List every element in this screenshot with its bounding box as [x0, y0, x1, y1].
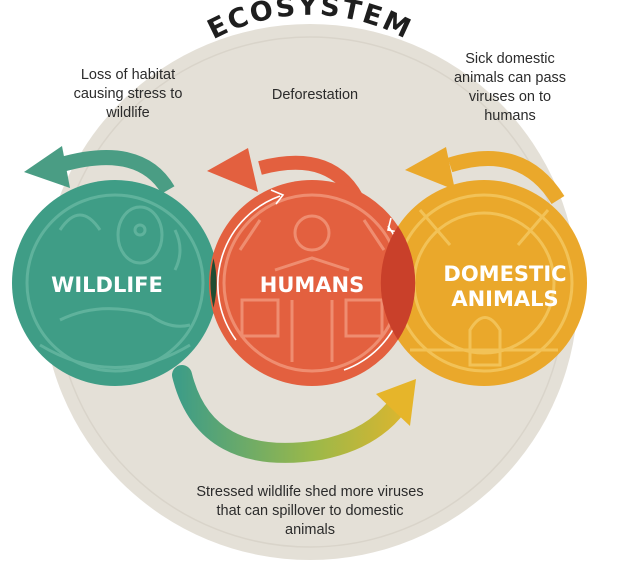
- stressed-wildlife-caption: Stressed wildlife shed more viruses that…: [196, 484, 424, 538]
- habitat-loss-caption: Loss of habitat causing stress to wildli…: [73, 67, 183, 121]
- wildlife-label: WILDLIFE: [51, 273, 163, 297]
- humans-domestic-overlap: [380, 226, 416, 340]
- wildlife-humans-overlap: [210, 258, 217, 308]
- domestic-label-line1: DOMESTIC: [443, 262, 566, 286]
- sick-domestic-caption: Sick domestic animals can pass viruses o…: [453, 51, 567, 124]
- wildlife-node: WILDLIFE: [12, 180, 218, 386]
- domestic-label-line2: ANIMALS: [451, 287, 558, 311]
- wildlife-illustration: [25, 193, 205, 373]
- spillover-to-humans-arrow: [405, 147, 565, 205]
- humans-node: [209, 180, 415, 386]
- deforestation-caption: Deforestation: [271, 87, 359, 103]
- spillover-to-domestic-arrow: [172, 365, 416, 463]
- habitat-loss-arrow: [24, 146, 175, 195]
- humans-label: HUMANS: [260, 273, 364, 297]
